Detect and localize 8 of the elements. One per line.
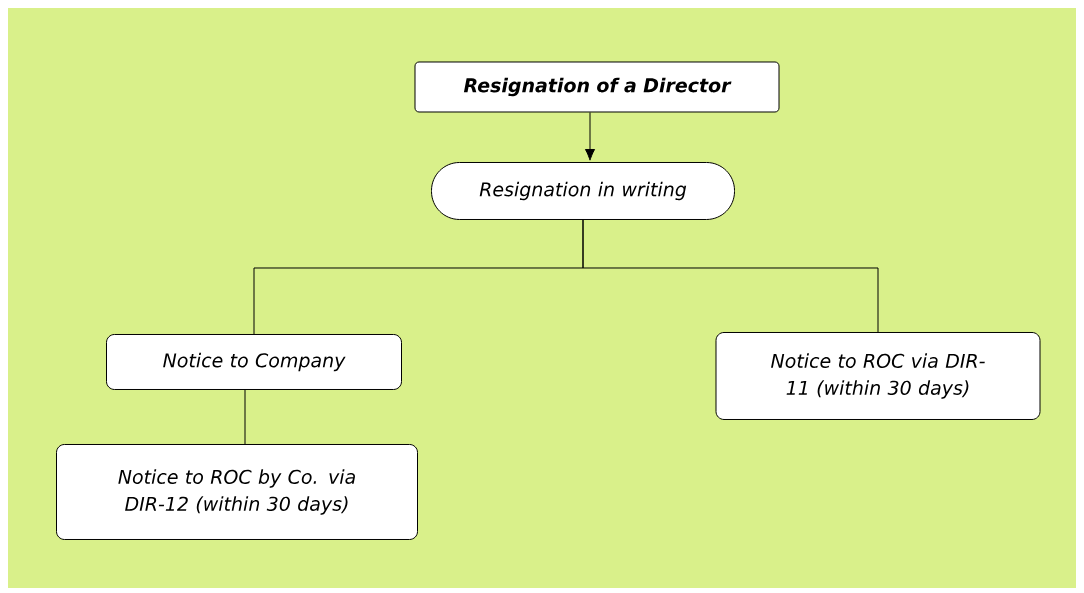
connector <box>582 219 879 333</box>
rounded-box: Resignation in writing <box>431 162 735 220</box>
process-box: Notice to ROC via DIR-11 (within 30 days) <box>715 332 1041 420</box>
process-box: Notice to Company <box>106 334 402 390</box>
connector <box>584 112 596 161</box>
connector <box>244 389 246 445</box>
title-box: Resignation of a Director <box>414 61 780 113</box>
process-box: Notice to ROC by Co. via DIR-12 (within 30 days) <box>56 444 418 540</box>
